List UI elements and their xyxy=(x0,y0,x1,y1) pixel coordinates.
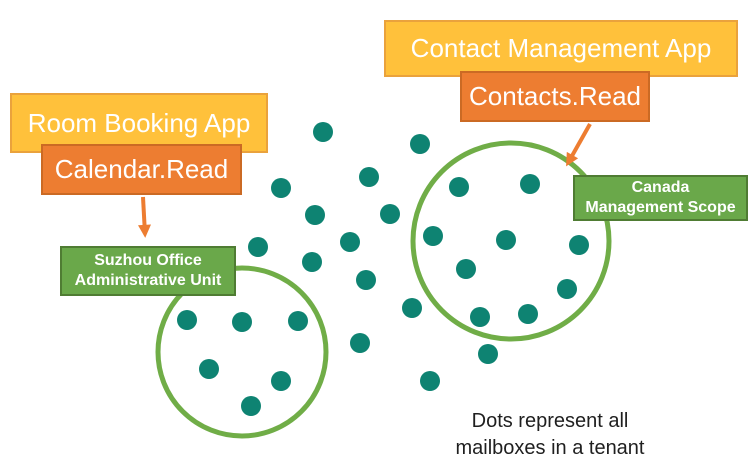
mailbox-dot xyxy=(350,333,370,353)
mailbox-dot xyxy=(557,279,577,299)
mailbox-dot xyxy=(241,396,261,416)
suzhou-office-label-line2: Administrative Unit xyxy=(74,272,222,289)
canada-scope-label-line2: Management Scope xyxy=(585,199,736,216)
dots-caption: Dots represent all mailboxes in a tenant xyxy=(400,408,700,462)
canada-scope-label-line1: Canada xyxy=(631,179,690,196)
mailbox-dot xyxy=(478,344,498,364)
mailbox-dot xyxy=(456,259,476,279)
mailbox-dot xyxy=(380,204,400,224)
contacts-read-label: Contacts.Read xyxy=(469,81,641,111)
mailbox-dot xyxy=(359,167,379,187)
canada-management-scope-circle xyxy=(410,140,612,342)
mailbox-dot xyxy=(232,312,252,332)
mailbox-dot xyxy=(248,237,268,257)
room-booking-app-label: Room Booking App xyxy=(27,107,251,138)
contact-management-app-box: Contact Management App xyxy=(384,20,738,77)
mailbox-dot xyxy=(177,310,197,330)
calendar-read-permission-box: Calendar.Read xyxy=(41,144,242,195)
dots-caption-line1: Dots represent all xyxy=(471,410,629,432)
calendar-read-label: Calendar.Read xyxy=(54,154,229,184)
dots-caption-line2: mailboxes in a tenant xyxy=(455,437,645,459)
suzhou-office-label-line1: Suzhou Office xyxy=(94,252,202,269)
mailbox-dot xyxy=(410,134,430,154)
canada-management-scope-box: Canada Management Scope xyxy=(573,175,748,221)
mailbox-dot xyxy=(288,311,308,331)
contacts-read-to-canada-arrow xyxy=(566,123,592,167)
mailbox-dot xyxy=(569,235,589,255)
mailbox-dot xyxy=(496,230,516,250)
contacts-read-permission-box: Contacts.Read xyxy=(460,71,650,122)
mailbox-dot xyxy=(402,298,422,318)
calendar-read-to-suzhou-arrow xyxy=(138,196,151,238)
mailbox-dot xyxy=(313,122,333,142)
suzhou-office-administrative-unit-box: Suzhou Office Administrative Unit xyxy=(60,246,236,296)
suzhou-administrative-unit-circle xyxy=(155,265,329,439)
mailbox-dot xyxy=(356,270,376,290)
mailbox-dot xyxy=(470,307,490,327)
mailbox-dot xyxy=(520,174,540,194)
room-booking-app-box: Room Booking App xyxy=(10,93,268,153)
mailbox-dot xyxy=(423,226,443,246)
mailbox-dot xyxy=(271,371,291,391)
mailbox-dot xyxy=(449,177,469,197)
mailbox-dot xyxy=(302,252,322,272)
mailbox-dot xyxy=(199,359,219,379)
mailbox-dot xyxy=(340,232,360,252)
mailbox-dot xyxy=(518,304,538,324)
mailbox-dot xyxy=(420,371,440,391)
mailbox-dot xyxy=(305,205,325,225)
contact-management-app-label: Contact Management App xyxy=(410,33,712,63)
mailbox-dot xyxy=(271,178,291,198)
